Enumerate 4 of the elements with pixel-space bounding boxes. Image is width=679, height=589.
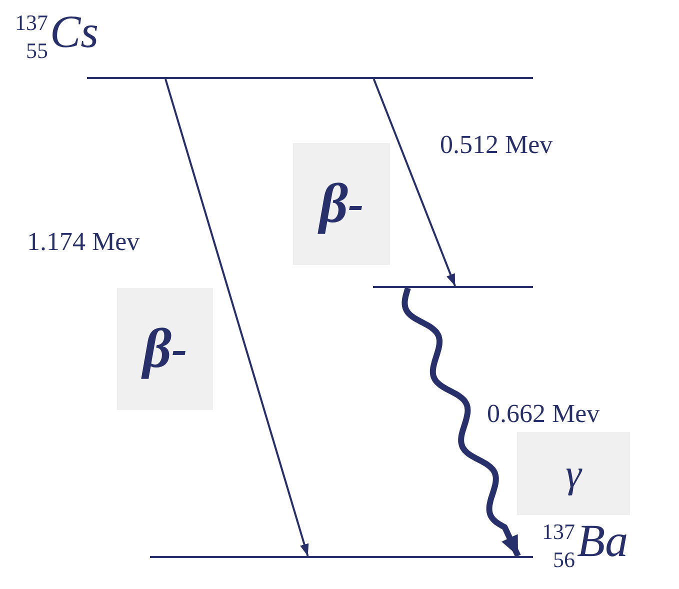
arrow xyxy=(372,78,456,286)
arrow xyxy=(164,78,309,556)
decay-symbol: γ xyxy=(517,432,630,515)
wavy-arrow xyxy=(402,287,521,558)
